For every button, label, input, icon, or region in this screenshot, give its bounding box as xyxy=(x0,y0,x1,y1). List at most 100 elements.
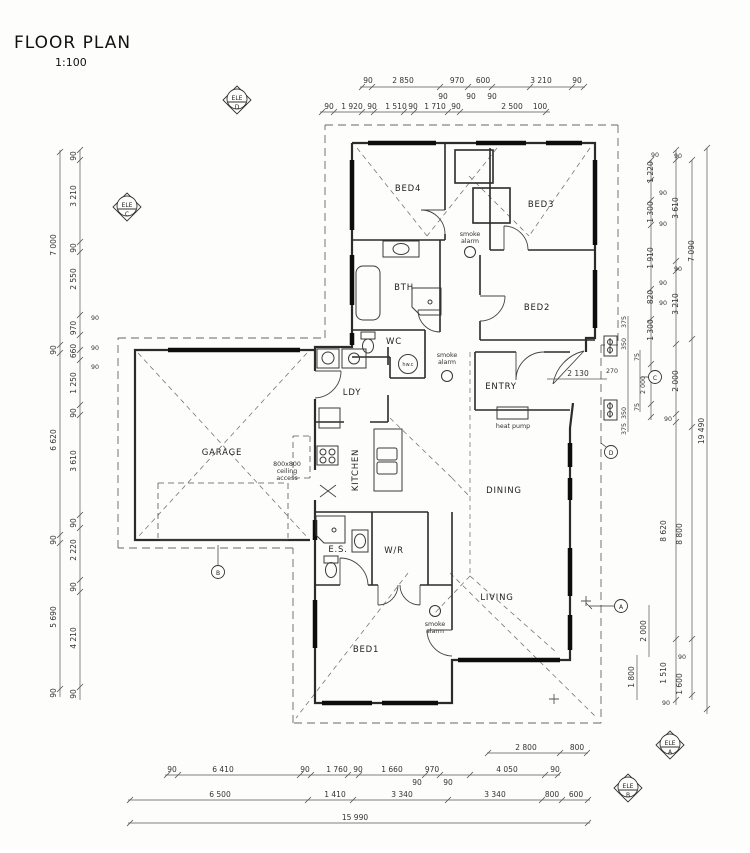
smoke-alarm-label: smoke xyxy=(437,352,458,359)
dim-label: 90 xyxy=(550,765,560,774)
dim-label: 75 xyxy=(634,403,641,411)
washing-machine xyxy=(341,348,367,369)
roof-hip-lines xyxy=(137,147,598,719)
ensuite-toilet xyxy=(325,562,337,578)
heat-pump-label: heat pump xyxy=(496,423,530,430)
grid-bubble-d: D xyxy=(604,445,618,459)
dim-label: 6 410 xyxy=(212,765,234,774)
dim-label: 90 xyxy=(438,92,448,101)
room-label-wr: W/R xyxy=(384,546,404,556)
svg-text:A: A xyxy=(668,749,673,756)
fixtures xyxy=(315,240,618,578)
grid-bubble-c: C xyxy=(648,370,662,384)
dim-label: 15 990 xyxy=(342,813,368,822)
windows xyxy=(168,140,598,706)
dim-label: 820 xyxy=(646,290,655,305)
svg-text:B: B xyxy=(216,570,220,577)
dim-label: 90 xyxy=(49,688,58,698)
dim-label: 1 710 xyxy=(424,102,446,111)
hot-water-cylinder xyxy=(398,354,418,374)
dim-label: 1 410 xyxy=(324,790,346,799)
dim-label: 1 600 xyxy=(675,673,684,695)
svg-text:D: D xyxy=(235,104,240,111)
dim-label: 3 210 xyxy=(69,185,78,207)
dim-label: 90 xyxy=(69,151,78,161)
dim-label: 350 xyxy=(621,338,628,350)
dim-label: 2 800 xyxy=(515,743,537,752)
dim-label: 6 620 xyxy=(49,429,58,451)
elevation-marker-c: ELE C xyxy=(112,192,142,222)
dim-label: 90 xyxy=(69,689,78,699)
ensuite-vanity xyxy=(351,529,369,553)
dim-label: 90 xyxy=(572,76,582,85)
smoke-alarm-icon xyxy=(429,605,441,617)
dim-label: 90 xyxy=(451,102,461,111)
ensuite-shower xyxy=(315,515,346,544)
dimension-ticks xyxy=(56,83,711,827)
dim-label: 90 xyxy=(678,654,686,661)
room-label-bed3: BED3 xyxy=(528,200,554,210)
elevation-marker-b: ELE B xyxy=(613,773,643,803)
room-label-garage: GARAGE xyxy=(202,448,242,458)
smoke-alarm-icon xyxy=(441,370,453,382)
dim-label: 3 210 xyxy=(530,76,552,85)
dim-label: 90 xyxy=(659,280,667,287)
dim-label: 19 490 xyxy=(697,418,706,444)
ensuite-basin xyxy=(354,533,366,549)
smoke-alarm-label: smoke xyxy=(460,231,481,238)
dim-label: 90 xyxy=(466,92,476,101)
bathtub xyxy=(355,265,381,321)
dim-label: 3 610 xyxy=(671,197,680,219)
dim-label: 90 xyxy=(49,535,58,545)
ensuite-cistern xyxy=(323,555,339,564)
room-label-bed2: BED2 xyxy=(524,303,550,313)
dim-label: 90 xyxy=(91,364,99,371)
svg-text:B: B xyxy=(626,792,630,799)
room-label-dining: DINING xyxy=(486,486,522,496)
dim-label: 970 xyxy=(425,765,440,774)
dim-label: 600 xyxy=(569,790,584,799)
dim-label: 90 xyxy=(363,76,373,85)
fridge xyxy=(318,407,341,429)
meter-box-2 xyxy=(603,399,618,421)
elevation-marker-a: ELE A xyxy=(655,730,685,760)
dim-label: 90 xyxy=(412,778,422,787)
dim-label: 660 xyxy=(69,344,78,359)
dim-label: 90 xyxy=(659,221,667,228)
room-label-entry: ENTRY xyxy=(485,382,516,392)
dim-label: 90 xyxy=(69,582,78,592)
dim-label: 3 340 xyxy=(391,790,413,799)
dim-label: 90 xyxy=(662,700,670,707)
annotation-labels: smoke alarm smoke alarm smoke alarm heat… xyxy=(273,231,530,635)
dim-label: 1 800 xyxy=(627,666,636,688)
smoke-alarm-label: alarm xyxy=(426,628,444,635)
dim-label: 8 620 xyxy=(659,520,668,542)
elevation-marker-d: ELE D xyxy=(222,85,252,115)
dim-label: 1 510 xyxy=(385,102,407,111)
svg-text:ELE: ELE xyxy=(122,202,133,209)
drawing-scale: 1:100 xyxy=(55,56,87,69)
dims-left: 7 000 90 6 620 90 5 690 90 90 3 210 90 2… xyxy=(49,151,99,699)
dim-label: 90 xyxy=(167,765,177,774)
laundry-tub xyxy=(316,348,340,369)
dim-label: 90 xyxy=(91,345,99,352)
dim-label: 90 xyxy=(324,102,334,111)
room-label-bed1: BED1 xyxy=(353,645,379,655)
dim-label: 600 xyxy=(476,76,491,85)
svg-text:C: C xyxy=(125,211,129,218)
island-sink xyxy=(376,447,398,461)
dim-label: 3 610 xyxy=(69,450,78,472)
dim-label: 90 xyxy=(69,243,78,253)
elevation-markers: ELE D ELE C ELE A ELE B xyxy=(112,85,685,803)
dim-label: 2 220 xyxy=(69,539,78,561)
ceiling-access-label: ceiling xyxy=(277,468,298,475)
dim-label: 970 xyxy=(450,76,465,85)
dim-label: 90 xyxy=(674,153,682,160)
dim-label: 375 xyxy=(621,316,628,328)
dim-label: 90 xyxy=(91,315,99,322)
dim-label: 90 xyxy=(651,152,659,159)
garage-door-dashed xyxy=(157,435,311,538)
kitchen-island xyxy=(373,428,403,492)
dims-right: 90 1 220 1 300 1 910 820 1 300 90 90 90 … xyxy=(627,152,706,707)
dim-label: 1 920 xyxy=(341,102,363,111)
